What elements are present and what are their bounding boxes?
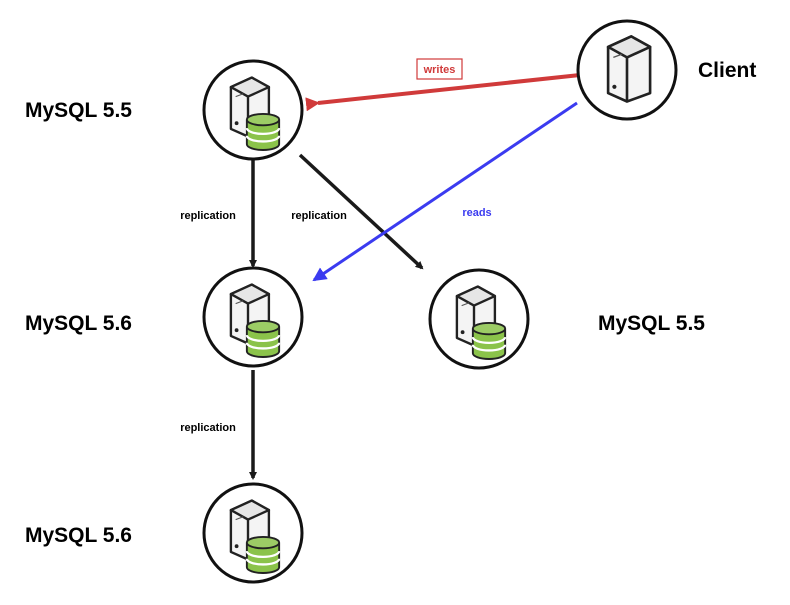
- replication-label-left-top: replication: [180, 210, 236, 222]
- writes-arrow: [305, 73, 581, 112]
- mysql-node-top: [202, 59, 304, 161]
- replication-label-left-bottom: replication: [180, 422, 236, 434]
- database-icon: [471, 321, 507, 361]
- node-label-mysql-mid-right: MySQL 5.5: [598, 312, 705, 335]
- mysql-node-mid-right: [428, 268, 530, 370]
- reads-label: reads: [462, 207, 491, 219]
- database-icon: [245, 319, 281, 359]
- mysql-node-bottom: [202, 482, 304, 584]
- writes-label-box: [416, 58, 463, 80]
- writes-label: writes: [423, 64, 456, 76]
- reads-arrow: [312, 101, 578, 282]
- client-node: [576, 19, 678, 121]
- replication-label-diagonal: replication: [291, 210, 347, 222]
- database-icon: [245, 535, 281, 575]
- node-label-mysql-mid-left: MySQL 5.6: [25, 312, 132, 335]
- mysql-node-mid-left: [202, 266, 304, 368]
- database-icon: [245, 112, 281, 152]
- server-icon: [606, 35, 652, 103]
- node-label-mysql-bottom: MySQL 5.6: [25, 524, 132, 547]
- replication-arrow-top-to-mid-right: [298, 153, 424, 270]
- node-label-client: Client: [698, 59, 756, 82]
- node-label-mysql-top: MySQL 5.5: [25, 99, 132, 122]
